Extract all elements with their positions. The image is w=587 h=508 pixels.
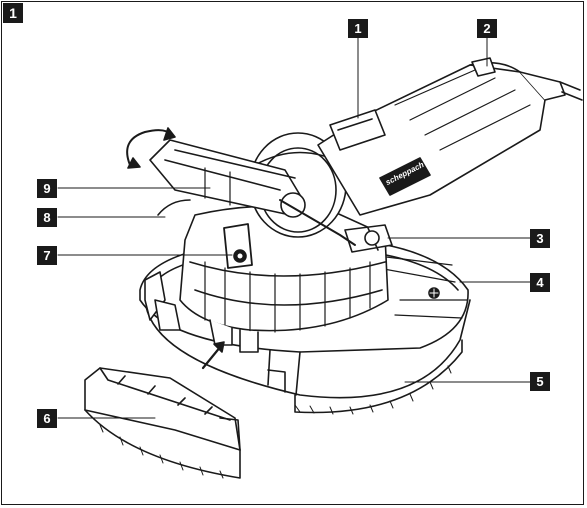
callout-2: 2 [477, 19, 497, 38]
callout-3: 3 [530, 229, 550, 248]
callout-1: 1 [348, 19, 368, 38]
callout-8: 8 [37, 208, 57, 227]
removable-shroud-segment [84, 367, 241, 479]
leader-lines [57, 36, 531, 419]
callout-4: 4 [530, 273, 550, 292]
callout-5: 5 [530, 372, 550, 391]
callout-9: 9 [37, 179, 57, 198]
figure-number-badge: 1 [3, 3, 23, 23]
gear-head-housing [179, 205, 389, 370]
motor-housing [317, 57, 583, 253]
callout-7: 7 [37, 246, 57, 265]
auxiliary-handle [126, 127, 356, 246]
callout-6: 6 [37, 409, 57, 428]
